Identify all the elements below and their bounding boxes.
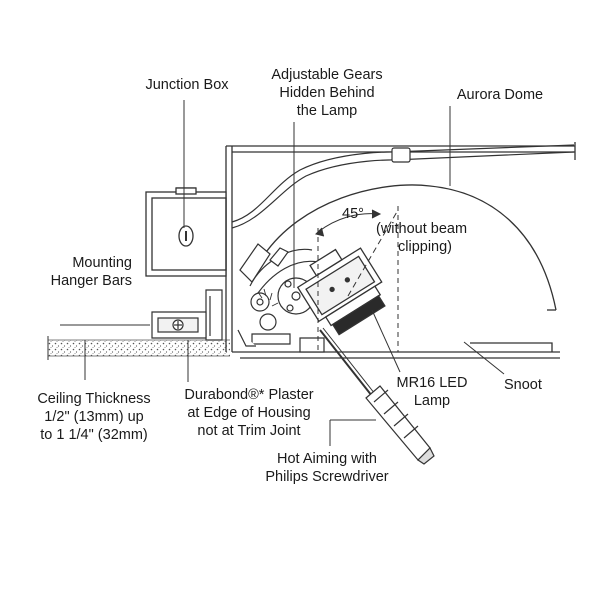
- label-plaster-line3: not at Trim Joint: [197, 423, 301, 439]
- label-beam-clipping: (without beam clipping): [376, 220, 467, 256]
- junction-box: [145, 187, 227, 277]
- label-ceiling-line3: to 1 1/4" (32mm): [40, 427, 148, 443]
- label-angle: 45°: [342, 206, 364, 222]
- label-hanger-line2: Hanger Bars: [50, 273, 132, 289]
- label-ceiling-line2: 1/2" (13mm) up: [44, 409, 144, 425]
- label-beam-line2: clipping): [398, 239, 452, 255]
- mr16-lamp: [296, 247, 386, 336]
- label-aurora-dome: Aurora Dome: [456, 87, 544, 103]
- angle-indicator: [315, 206, 399, 352]
- aurora-dome: [261, 184, 557, 311]
- hanger-bars: [151, 289, 223, 341]
- label-mr16-line2: Lamp: [413, 393, 451, 409]
- leader-lines: [60, 100, 505, 446]
- label-gears-line1: Adjustable Gears: [271, 67, 383, 83]
- label-junction-box: Junction Box: [145, 77, 229, 93]
- label-snoot: Snoot: [504, 377, 542, 393]
- ceiling-drywall: [47, 336, 230, 360]
- philips-screwdriver: [319, 327, 435, 465]
- label-durabond-plaster: Durabond®* Plaster at Edge of Housing no…: [184, 386, 313, 440]
- label-mr16-line1: MR16 LED: [396, 375, 468, 391]
- label-gears-line3: the Lamp: [296, 103, 358, 119]
- label-ceiling-line1: Ceiling Thickness: [37, 391, 151, 407]
- label-adjustable-gears: Adjustable Gears Hidden Behind the Lamp: [271, 66, 382, 120]
- label-hot-aiming: Hot Aiming with Philips Screwdriver: [265, 450, 388, 486]
- label-gears-line2: Hidden Behind: [279, 85, 375, 101]
- label-aiming-line2: Philips Screwdriver: [265, 469, 389, 485]
- label-plaster-line1: Durabond®* Plaster: [184, 387, 314, 403]
- supply-cable: [231, 144, 575, 229]
- label-aiming-line1: Hot Aiming with: [277, 451, 377, 467]
- label-mr16-led-lamp: MR16 LED Lamp: [397, 374, 468, 410]
- label-plaster-line2: at Edge of Housing: [187, 405, 311, 421]
- label-beam-line1: (without beam: [376, 221, 468, 237]
- label-mounting-hanger-bars: Mounting Hanger Bars: [51, 254, 132, 290]
- label-ceiling-thickness: Ceiling Thickness 1/2" (13mm) up to 1 1/…: [37, 390, 150, 444]
- gear-assembly: [237, 243, 325, 353]
- label-hanger-line1: Mounting: [72, 255, 132, 271]
